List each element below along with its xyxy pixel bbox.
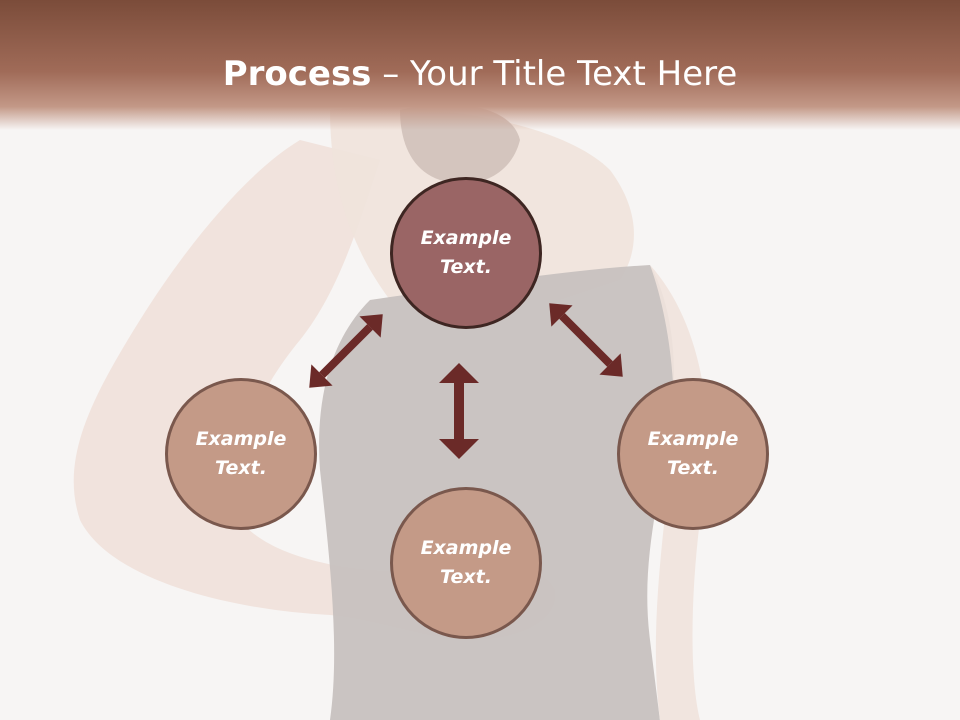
title-bar	[0, 0, 960, 130]
process-node-left[interactable]: Example Text.	[165, 378, 317, 530]
process-node-right[interactable]: Example Text.	[617, 378, 769, 530]
process-node-bottom[interactable]: Example Text.	[390, 487, 542, 639]
background-arm	[73, 140, 556, 640]
node-bottom-line1: Example	[420, 537, 512, 559]
process-node-top[interactable]: Example Text.	[390, 177, 542, 329]
title-bold: Process	[222, 54, 372, 94]
node-top-line2: Text.	[440, 256, 492, 278]
node-bottom-line2: Text.	[440, 566, 492, 588]
node-right-line1: Example	[647, 428, 739, 450]
node-left-line2: Text.	[215, 457, 267, 479]
title-rest: – Your Title Text Here	[371, 54, 738, 94]
node-right-line2: Text.	[667, 457, 719, 479]
node-left-line1: Example	[195, 428, 287, 450]
slide-title: Process – Your Title Text Here	[0, 52, 960, 96]
arrow-top-right	[549, 303, 623, 377]
node-top-line1: Example	[420, 227, 512, 249]
arrow-vertical	[439, 363, 479, 459]
arrow-top-left	[309, 314, 383, 388]
